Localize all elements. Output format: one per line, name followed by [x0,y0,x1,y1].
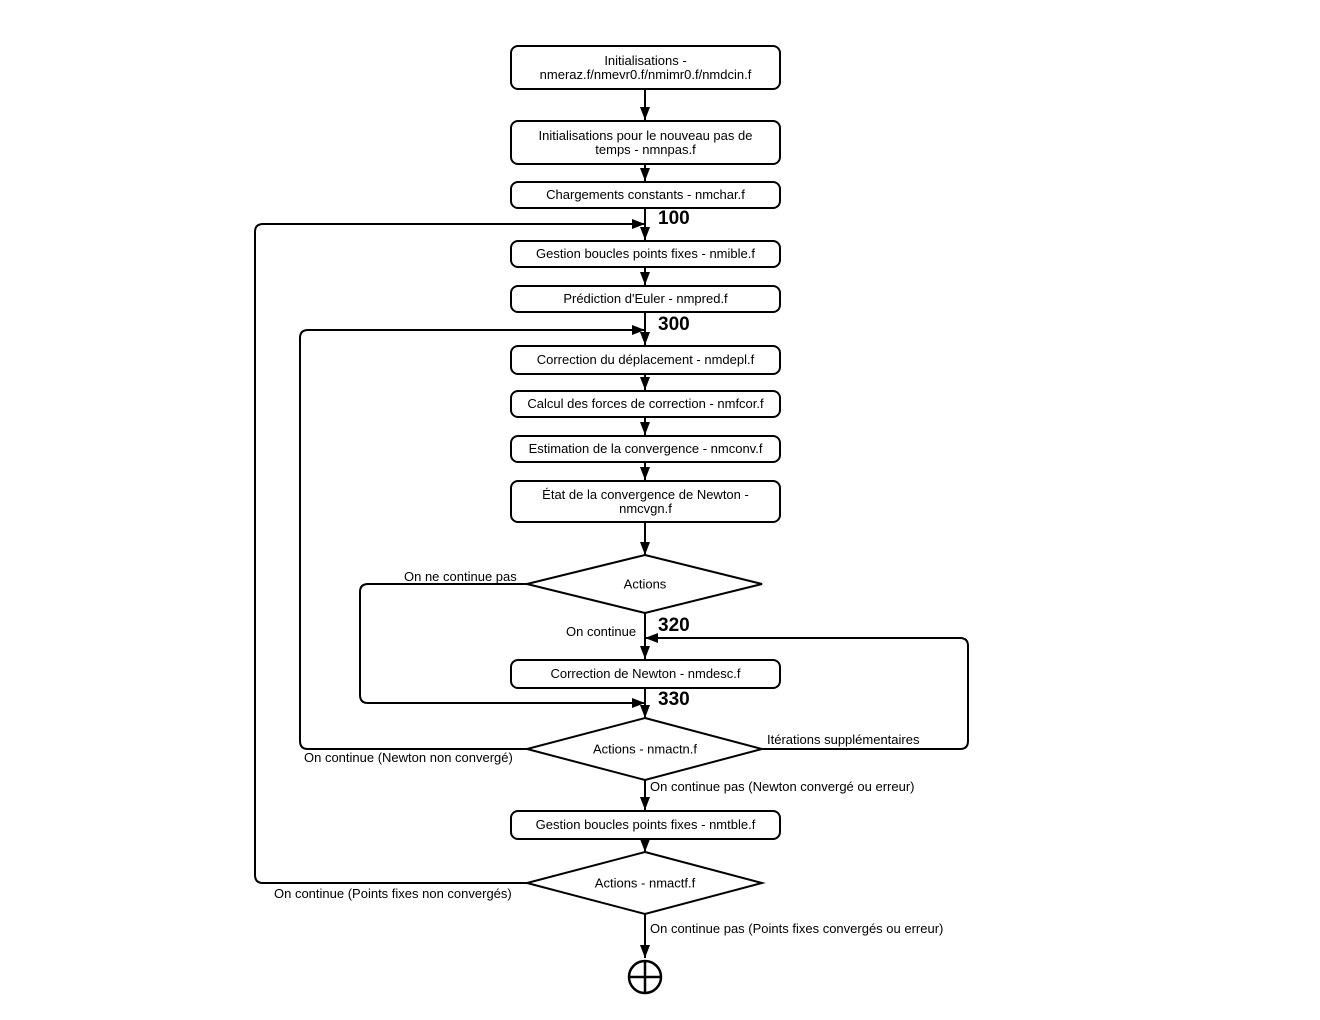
edge-label-on-continue-pas-newton: On continue pas (Newton convergé ou erre… [650,779,915,794]
edge-label-on-continue: On continue [566,624,637,639]
decision-label-actions-nmactf: Actions - nmactf.f [594,875,696,891]
edge-loop-points-fixes [254,219,645,884]
edge-loop-iterations-supplementaires [645,633,969,750]
edge-loop-on-ne-continue-pas [359,583,645,708]
decision-diamond-actions-nmactf [523,850,766,916]
process-box-nmconv: Estimation de la convergence - nmconv.f [510,435,781,463]
decision-label-actions: Actions [623,576,667,592]
process-box-nmtble: Gestion boucles points fixes - nmtble.f [510,810,781,840]
jump-label-100: 100 [658,208,690,229]
edge-label-on-continue-pas-points-fixes: On continue pas (Points fixes convergés … [650,921,944,936]
decision-label-actions-nmactn: Actions - nmactn.f [592,741,698,757]
process-box-nmpred: Prédiction d'Euler - nmpred.f [510,285,781,313]
end-connector-icon [627,959,663,995]
decision-diamond-actions-nmactn [523,716,766,782]
jump-label-320: 320 [658,615,690,636]
process-box-nmnpas: Initialisations pour le nouveau pas de t… [510,120,781,165]
jump-label-330: 330 [658,689,690,710]
process-box-nmchar: Chargements constants - nmchar.f [510,181,781,209]
process-box-nmible: Gestion boucles points fixes - nmible.f [510,240,781,268]
process-box-nmdepl: Correction du déplacement - nmdepl.f [510,345,781,375]
decision-diamond-actions [526,553,763,615]
process-box-nmeraz: Initialisations - nmeraz.f/nmevr0.f/nmim… [510,45,781,90]
edge-label-on-continue-newton: On continue (Newton non convergé) [304,750,513,765]
edge-label-iterations-supplementaires: Itérations supplémentaires [767,732,920,747]
process-box-nmfcor: Calcul des forces de correction - nmfcor… [510,390,781,418]
edge-label-on-ne-continue-pas: On ne continue pas [404,569,517,584]
jump-label-300: 300 [658,314,690,335]
process-box-nmcvgn: État de la convergence de Newton - nmcvg… [510,480,781,523]
edge-loop-newton-non-converge [299,325,645,750]
edge-label-on-continue-points-fixes: On continue (Points fixes non convergés) [274,886,512,901]
process-box-nmdesc: Correction de Newton - nmdesc.f [510,659,781,689]
